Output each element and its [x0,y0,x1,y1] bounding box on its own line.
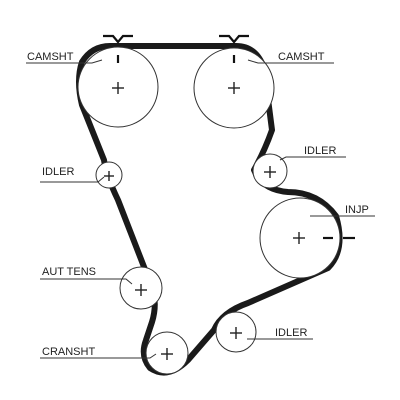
camshaft-pulley-left [77,46,159,128]
leader-idler-upper-right [279,156,346,161]
camshaft-pulley-right [193,47,275,129]
idler-pulley-lower [215,311,257,353]
label-crankshaft: CRANSHT [42,346,95,358]
leader-crankshaft [40,353,157,359]
label-idler-upper-right: IDLER [304,145,336,157]
timing-mark-left [103,34,133,44]
crankshaft-pulley [145,331,189,375]
leader-camshaft-left [26,59,103,64]
label-idler-lower: IDLER [275,327,307,339]
leader-idler-left [40,176,105,183]
leader-auto-tensioner [40,278,133,285]
timing-mark-right [219,34,249,44]
label-camshaft-left: CAMSHT [27,51,74,63]
idler-pulley-upper-right [252,153,288,189]
label-auto-tensioner: AUT TENS [42,266,96,278]
injection-pump-pulley [259,197,355,279]
idler-pulley-left [95,161,123,189]
auto-tensioner-pulley [119,266,163,310]
leader-camshaft-right [247,59,334,64]
label-injection-pump: INJP [345,204,369,216]
label-idler-left: IDLER [42,166,74,178]
label-camshaft-right: CAMSHT [278,51,325,63]
